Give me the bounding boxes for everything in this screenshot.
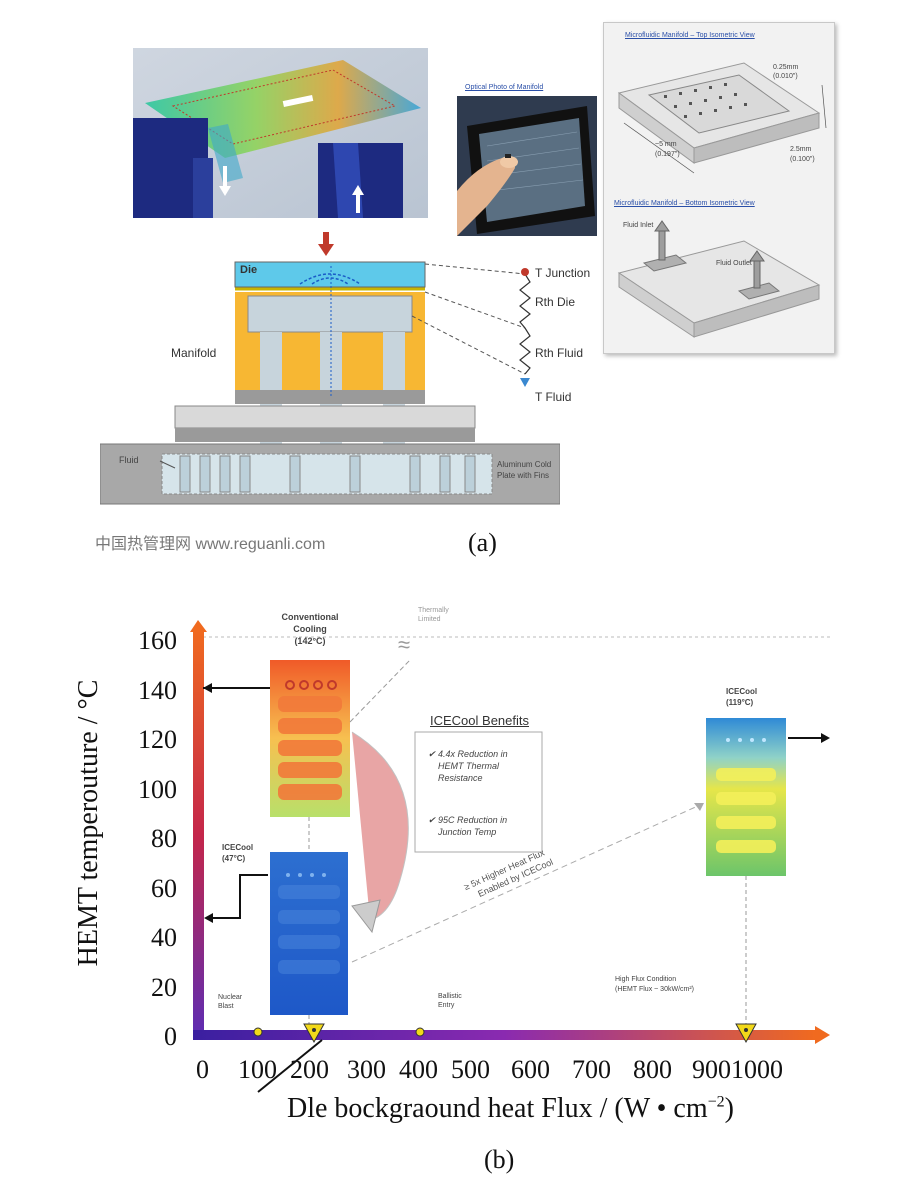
icecool-high-1: ICECool — [726, 687, 758, 696]
x-tick-500: 500 — [451, 1055, 490, 1084]
benefit-2-b: Junction Temp — [438, 827, 497, 837]
t-fluid-label: T Fluid — [535, 390, 572, 404]
x-tick-700: 700 — [572, 1055, 611, 1084]
nuclear-1: Nuclear — [218, 994, 243, 1001]
dim-a2: (0.010") — [773, 73, 798, 80]
highflux-1: High Flux Condition — [615, 976, 677, 983]
cross-section-diagram — [99, 256, 561, 506]
y-tick-40: 40 — [151, 923, 177, 952]
chart: ≈ — [0, 600, 918, 1185]
manifold-label: Manifold — [171, 346, 217, 360]
x-tick-900: 900 — [692, 1055, 731, 1084]
benefit-1-c: Resistance — [438, 773, 483, 783]
nuclear-label: Nuclear Blast — [218, 993, 242, 1011]
x-tick-400: 400 — [399, 1055, 438, 1084]
highflux-label: High Flux Condition (HEMT Flux ~ 30kW/cm… — [615, 975, 694, 995]
x-tick-1000: 1000 — [731, 1055, 783, 1084]
dim-c2: (0.100") — [790, 156, 815, 163]
y-tick-20: 20 — [151, 973, 177, 1002]
dim-b2: (0.197") — [655, 151, 680, 158]
check-icon: ✔ — [428, 815, 439, 825]
rth-die-label: Rth Die — [535, 295, 576, 309]
ballistic-2: Entry — [438, 1002, 455, 1009]
benefit-1-a: ✔ 4.4x Reduction in — [428, 748, 508, 760]
icecool-high-2: (119°C) — [726, 698, 754, 707]
svg-text:≈: ≈ — [398, 632, 410, 657]
dim-b: ~5 mm — [655, 141, 677, 148]
top-iso-title: Microfluidic Manifold – Top Isometric Vi… — [625, 32, 755, 39]
bottom-iso-title: Microfluidic Manifold – Bottom Isometric… — [614, 200, 755, 207]
dim-a: 0.25mm — [773, 64, 799, 71]
dim-c: 2.5mm — [790, 146, 812, 153]
benefits-title: ICECool Benefits — [430, 713, 529, 728]
y-tick-0: 0 — [164, 1022, 177, 1051]
conv-title: Conventional Cooling (142°C) — [270, 611, 350, 647]
x-tick-300: 300 — [347, 1055, 386, 1084]
x-tick-800: 800 — [633, 1055, 672, 1084]
x-axis-title-main: Dle bockgraound heat Flux / (W • cm — [287, 1093, 708, 1124]
icecool-low-label: ICECool (47°C) — [222, 842, 253, 864]
benefit-1-a-text: 4.4x Reduction in — [438, 749, 508, 759]
benefit-1: ✔ 4.4x Reduction in HEMT Thermal Resista… — [428, 748, 508, 784]
icecool-high-label: ICECool (119°C) — [726, 686, 757, 708]
y-tick-80: 80 — [151, 824, 177, 853]
icecool-low-2: (47°C) — [222, 854, 246, 863]
y-tick-140: 140 — [138, 676, 177, 705]
cfd-render — [133, 48, 428, 218]
benefit-1-b: HEMT Thermal — [438, 761, 500, 771]
limited-label: Limited — [418, 616, 441, 623]
x-tick-0: 0 — [196, 1055, 209, 1084]
fluid-inlet-label: Fluid Inlet — [623, 222, 654, 229]
check-icon: ✔ — [428, 749, 439, 759]
fluid-outlet-label: Fluid Outlet — [716, 260, 752, 267]
caption-b: (b) — [484, 1145, 515, 1174]
fluid-label: Fluid — [119, 455, 139, 465]
ballistic-1: Ballistic — [438, 993, 462, 1000]
x-tick-600: 600 — [511, 1055, 550, 1084]
thermally-label: Thermally — [418, 607, 449, 614]
ballistic-label: Ballistic Entry — [438, 992, 462, 1010]
heat-arrow — [318, 232, 334, 256]
benefit-2: ✔ 95C Reduction in Junction Temp — [428, 814, 507, 838]
watermark: 中国热管理网 www.reguanli.com — [95, 536, 326, 553]
y-axis-title: HEMT temperouture / °C — [73, 679, 104, 967]
benefit-2-a: ✔ 95C Reduction in — [428, 814, 507, 826]
die-label: Die — [240, 264, 258, 276]
icecool-low-1: ICECool — [222, 843, 254, 852]
optical-photo-title: Optical Photo of Manifold — [465, 84, 544, 91]
conv-title-3: (142°C) — [294, 636, 326, 646]
highflux-2: (HEMT Flux ~ 30kW/cm²) — [615, 986, 695, 993]
x-axis-title: Dle bockgraound heat Flux / (W • cm−2) — [287, 1093, 734, 1125]
nuclear-2: Blast — [218, 1003, 234, 1010]
conv-title-1: Conventional — [281, 612, 339, 622]
cold-plate-label: Aluminum Cold Plate with Fins — [497, 460, 552, 480]
x-tick-200: 200 — [290, 1055, 329, 1084]
iso-panels — [603, 22, 835, 354]
caption-a: (a) — [468, 528, 497, 557]
optical-photo — [457, 96, 597, 236]
x-axis-title-sup: −2 — [707, 1093, 725, 1111]
benefit-2-a-text: 95C Reduction in — [438, 815, 508, 825]
t-junction-label: T Junction — [535, 266, 591, 280]
y-tick-160: 160 — [138, 626, 177, 655]
thermally-limited: Thermally Limited — [418, 606, 449, 624]
x-tick-100: 100 — [238, 1055, 277, 1084]
y-tick-100: 100 — [138, 775, 177, 804]
y-tick-120: 120 — [138, 725, 177, 754]
conv-title-2: Cooling — [293, 624, 327, 634]
x-axis-title-end: ) — [724, 1093, 734, 1124]
y-tick-60: 60 — [151, 874, 177, 903]
rth-fluid-label: Rth Fluid — [535, 346, 584, 360]
